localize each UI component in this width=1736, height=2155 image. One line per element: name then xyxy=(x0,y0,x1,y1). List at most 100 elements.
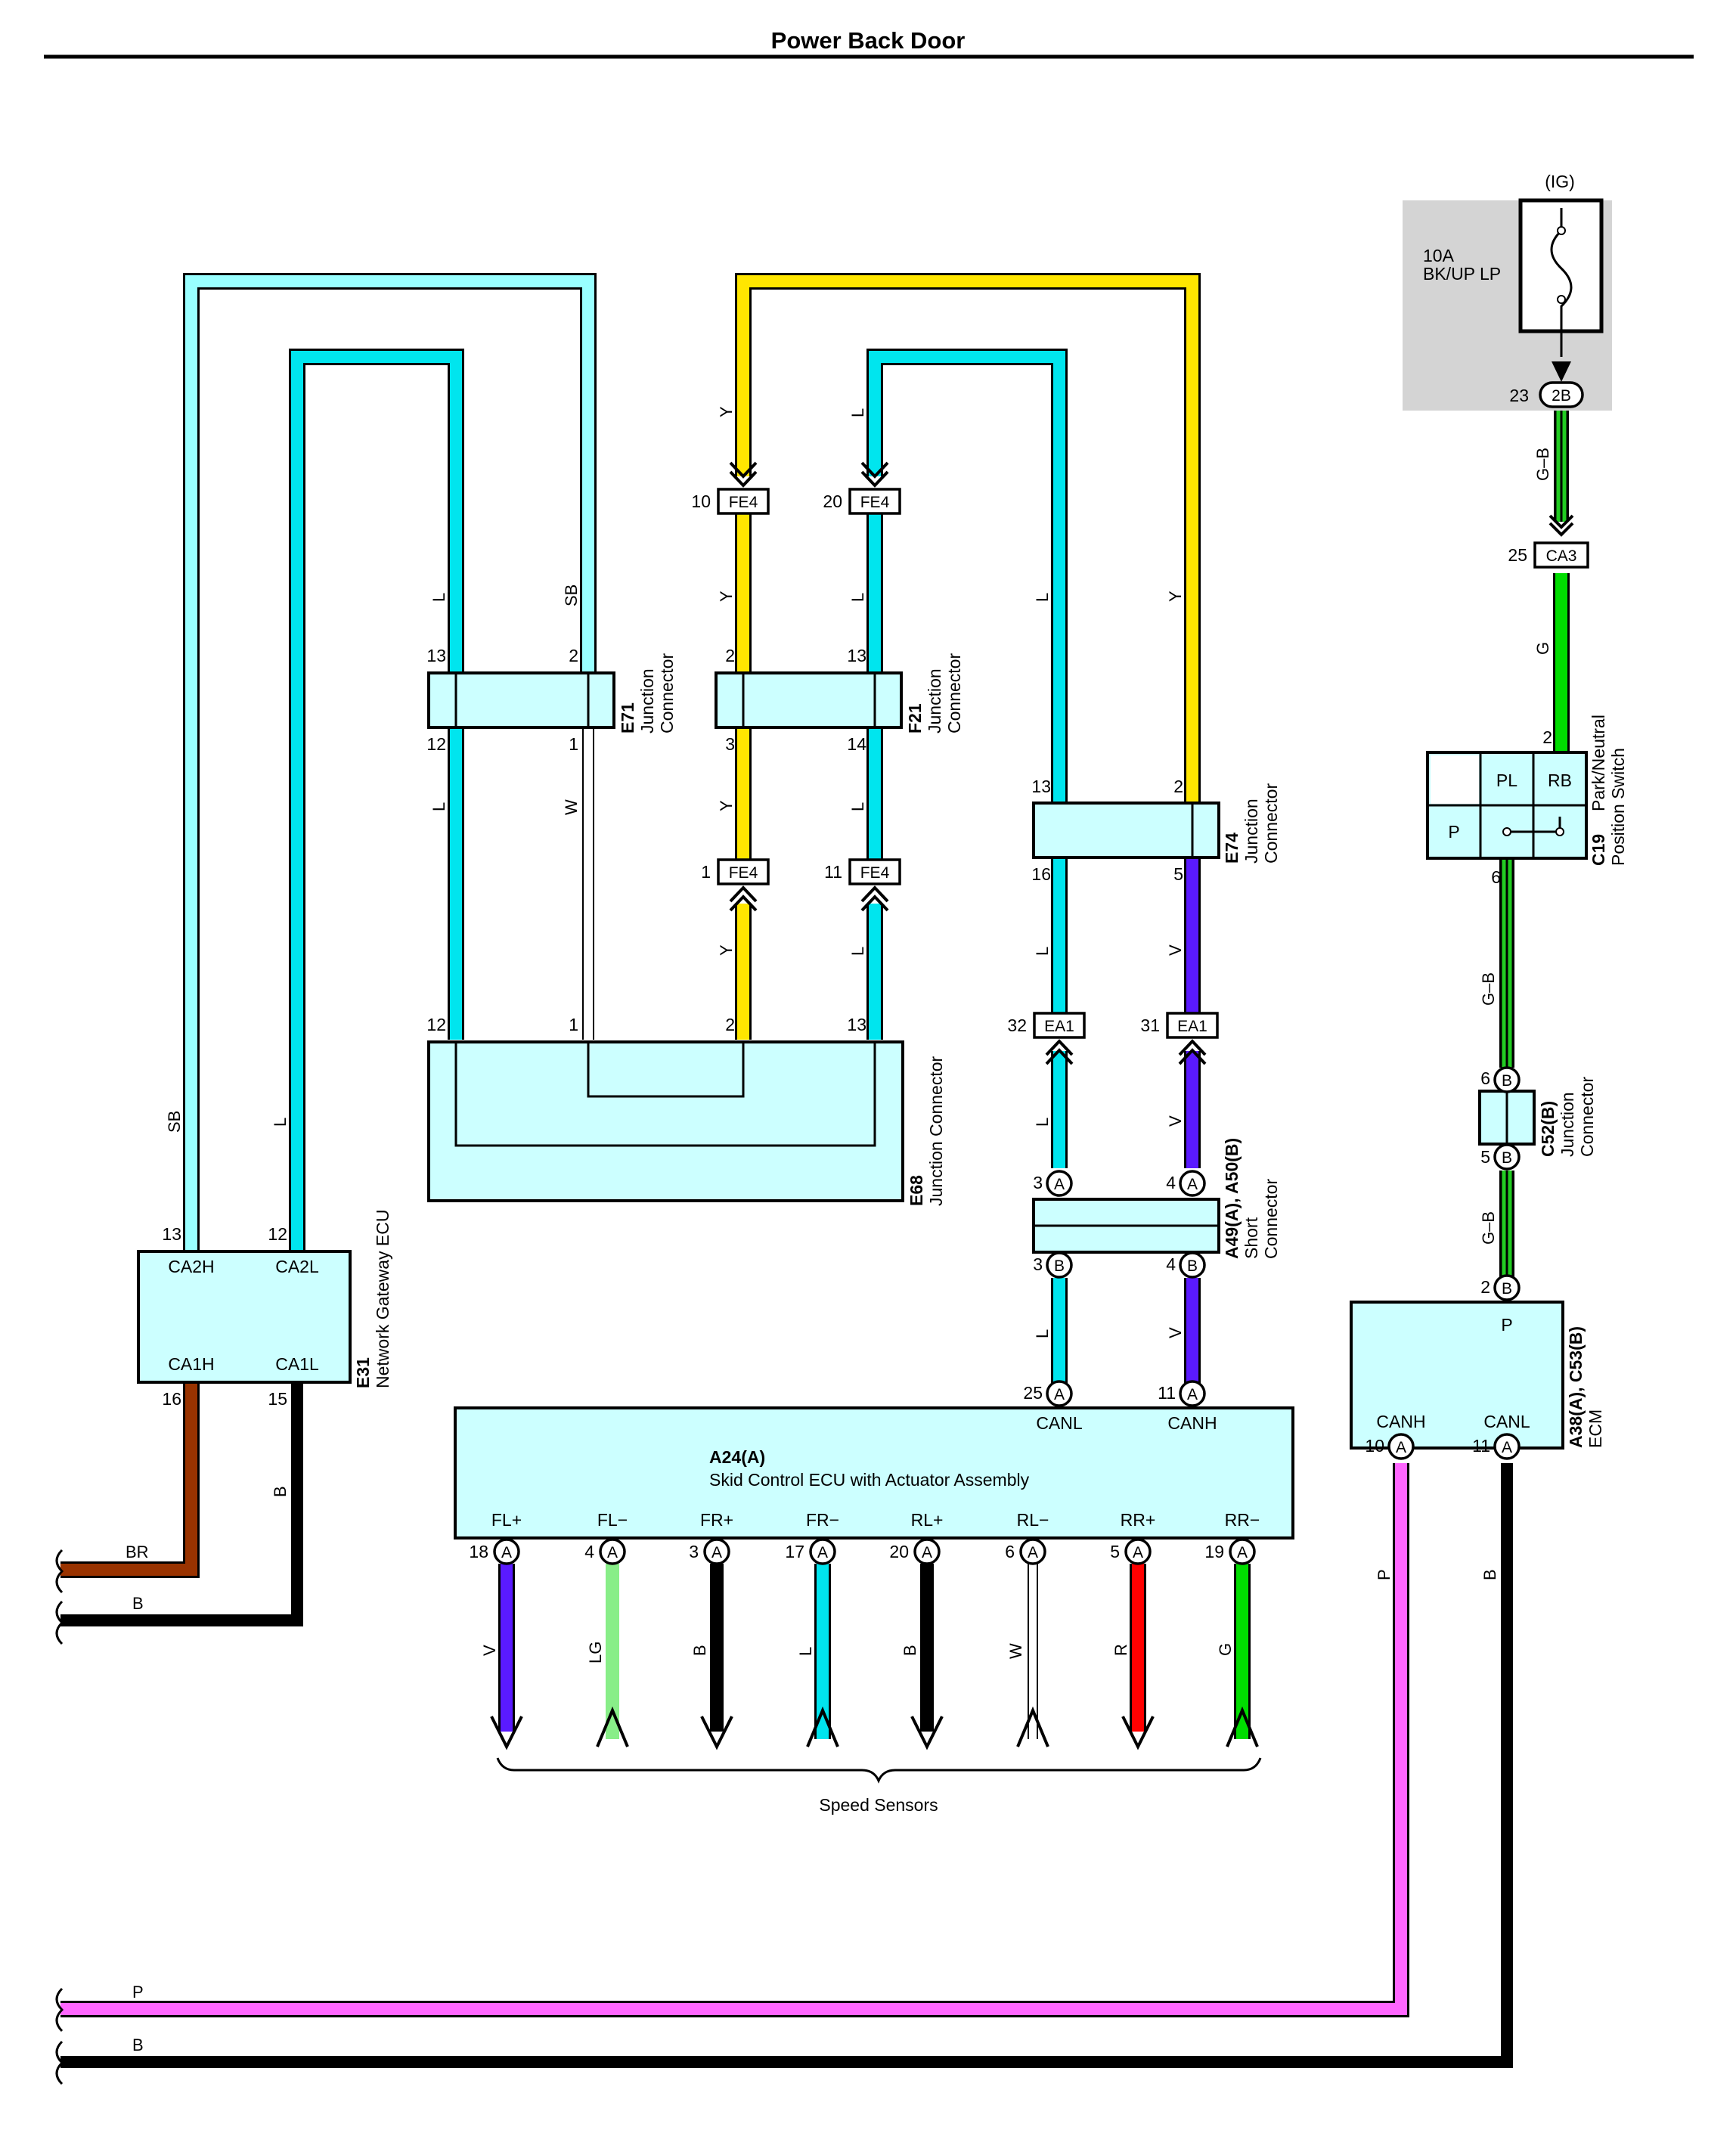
wire-sb xyxy=(185,275,594,1251)
svg-text:G–B: G–B xyxy=(1533,448,1552,481)
c19-park-neutral-switch: PL RB P 2 6 xyxy=(1426,727,1588,887)
svg-text:16: 16 xyxy=(1031,864,1051,884)
svg-text:CA2L: CA2L xyxy=(275,1257,319,1276)
svg-text:18: 18 xyxy=(469,1542,488,1561)
svg-text:FE4: FE4 xyxy=(860,864,890,882)
svg-text:11: 11 xyxy=(824,862,842,882)
svg-text:A: A xyxy=(922,1544,932,1561)
svg-text:RR−: RR− xyxy=(1225,1510,1260,1530)
svg-text:ECM: ECM xyxy=(1586,1409,1605,1448)
svg-text:17: 17 xyxy=(785,1542,804,1561)
svg-text:11: 11 xyxy=(1158,1383,1176,1403)
svg-text:Connector: Connector xyxy=(1577,1077,1597,1157)
svg-text:Connector: Connector xyxy=(1261,1179,1281,1259)
svg-text:Y: Y xyxy=(717,944,736,956)
svg-text:Y: Y xyxy=(717,591,736,602)
svg-text:23: 23 xyxy=(1509,386,1529,405)
svg-text:Connector: Connector xyxy=(1261,783,1281,864)
svg-text:B: B xyxy=(271,1486,290,1497)
svg-text:RB: RB xyxy=(1548,771,1572,790)
svg-text:31: 31 xyxy=(1140,1015,1160,1035)
svg-text:A: A xyxy=(711,1544,722,1561)
svg-text:10: 10 xyxy=(1365,1436,1384,1456)
svg-text:B: B xyxy=(1480,1569,1499,1580)
svg-text:4: 4 xyxy=(584,1542,594,1561)
svg-text:2: 2 xyxy=(1542,727,1552,747)
svg-text:2B: 2B xyxy=(1552,387,1571,405)
svg-text:Connector: Connector xyxy=(944,653,964,733)
a38-ecm: B 2 P CANH CANL A A 10 11 xyxy=(1350,1274,1564,1460)
svg-text:13: 13 xyxy=(847,1015,866,1034)
svg-text:Junction: Junction xyxy=(1242,798,1261,864)
svg-text:3: 3 xyxy=(689,1542,699,1561)
svg-text:C52(B): C52(B) xyxy=(1538,1101,1558,1157)
c52-junction-connector: B B 6 5 xyxy=(1478,1066,1536,1171)
svg-text:EA1: EA1 xyxy=(1044,1018,1074,1035)
svg-text:RL−: RL− xyxy=(1017,1510,1049,1530)
e68-junction-connector: 12 1 2 13 xyxy=(426,1015,904,1202)
fuse-name: BK/UP LP xyxy=(1423,264,1501,284)
svg-text:Park/Neutral: Park/Neutral xyxy=(1589,715,1608,811)
f21-label: F21 Junction Connector xyxy=(905,653,964,733)
svg-text:3: 3 xyxy=(1033,1173,1043,1192)
fuse-rating: 10A xyxy=(1423,246,1455,265)
svg-text:25: 25 xyxy=(1023,1383,1043,1403)
svg-text:RR+: RR+ xyxy=(1121,1510,1156,1530)
svg-text:CANL: CANL xyxy=(1036,1413,1083,1433)
svg-text:L: L xyxy=(848,408,867,417)
svg-text:Y: Y xyxy=(717,406,736,417)
svg-text:A24(A): A24(A) xyxy=(709,1447,765,1467)
svg-text:V: V xyxy=(1166,1327,1185,1338)
fuse-symbol xyxy=(1550,208,1573,357)
svg-text:2: 2 xyxy=(725,646,735,665)
svg-text:A49(A), A50(B): A49(A), A50(B) xyxy=(1222,1138,1242,1259)
svg-text:SB: SB xyxy=(562,584,581,606)
svg-text:B: B xyxy=(1502,1072,1512,1090)
svg-text:3: 3 xyxy=(1033,1254,1043,1274)
svg-text:1: 1 xyxy=(701,862,711,882)
svg-text:A: A xyxy=(1028,1544,1038,1561)
svg-text:A: A xyxy=(607,1544,618,1561)
wire-color-labels: SB L L SB L W Y L Y L Y L Y L L Y L V L … xyxy=(126,406,1552,2054)
svg-text:32: 32 xyxy=(1007,1015,1027,1035)
svg-text:LG: LG xyxy=(586,1642,605,1664)
break-marks xyxy=(55,1549,64,2085)
svg-text:E31: E31 xyxy=(353,1357,373,1388)
svg-text:L: L xyxy=(1033,1329,1052,1338)
speed-sensor-brace xyxy=(496,1757,1262,1784)
svg-text:CANL: CANL xyxy=(1483,1412,1530,1431)
svg-text:A: A xyxy=(1237,1544,1248,1561)
svg-text:12: 12 xyxy=(268,1224,287,1244)
ig-label: (IG) xyxy=(1545,172,1575,191)
page-title: Power Back Door xyxy=(771,27,966,54)
a38-label: A38(A), C53(B) ECM xyxy=(1566,1326,1605,1448)
svg-text:G: G xyxy=(1216,1643,1235,1656)
svg-text:Position Switch: Position Switch xyxy=(1608,748,1628,866)
wire-l1 xyxy=(291,351,462,1251)
svg-text:B: B xyxy=(901,1645,919,1656)
svg-text:B: B xyxy=(132,2036,144,2054)
svg-text:B: B xyxy=(1187,1257,1198,1275)
svg-text:A: A xyxy=(1054,1176,1065,1193)
svg-text:Junction: Junction xyxy=(925,668,944,733)
svg-text:RL+: RL+ xyxy=(911,1510,944,1530)
svg-text:13: 13 xyxy=(1031,777,1051,796)
sensor-arrows xyxy=(490,1706,1259,1750)
svg-text:CA1L: CA1L xyxy=(275,1354,319,1374)
svg-text:FR−: FR− xyxy=(806,1510,839,1530)
svg-text:12: 12 xyxy=(426,1015,446,1034)
e68-label: E68 Junction Connector xyxy=(907,1056,946,1206)
svg-text:6: 6 xyxy=(1480,1068,1490,1088)
svg-text:13: 13 xyxy=(847,646,866,665)
svg-text:A: A xyxy=(501,1544,512,1561)
e74-junction-connector: 13 2 16 5 xyxy=(1031,777,1220,884)
ea1-connectors: EA1 32 EA1 31 xyxy=(1007,1012,1219,1065)
svg-text:6: 6 xyxy=(1491,867,1501,887)
svg-text:L: L xyxy=(271,1118,290,1127)
svg-text:G–B: G–B xyxy=(1479,972,1498,1006)
wires xyxy=(60,273,1570,2068)
svg-text:Junction: Junction xyxy=(637,668,657,733)
svg-text:5: 5 xyxy=(1480,1147,1490,1167)
svg-text:CA3: CA3 xyxy=(1546,547,1577,565)
svg-text:2: 2 xyxy=(1173,777,1183,796)
